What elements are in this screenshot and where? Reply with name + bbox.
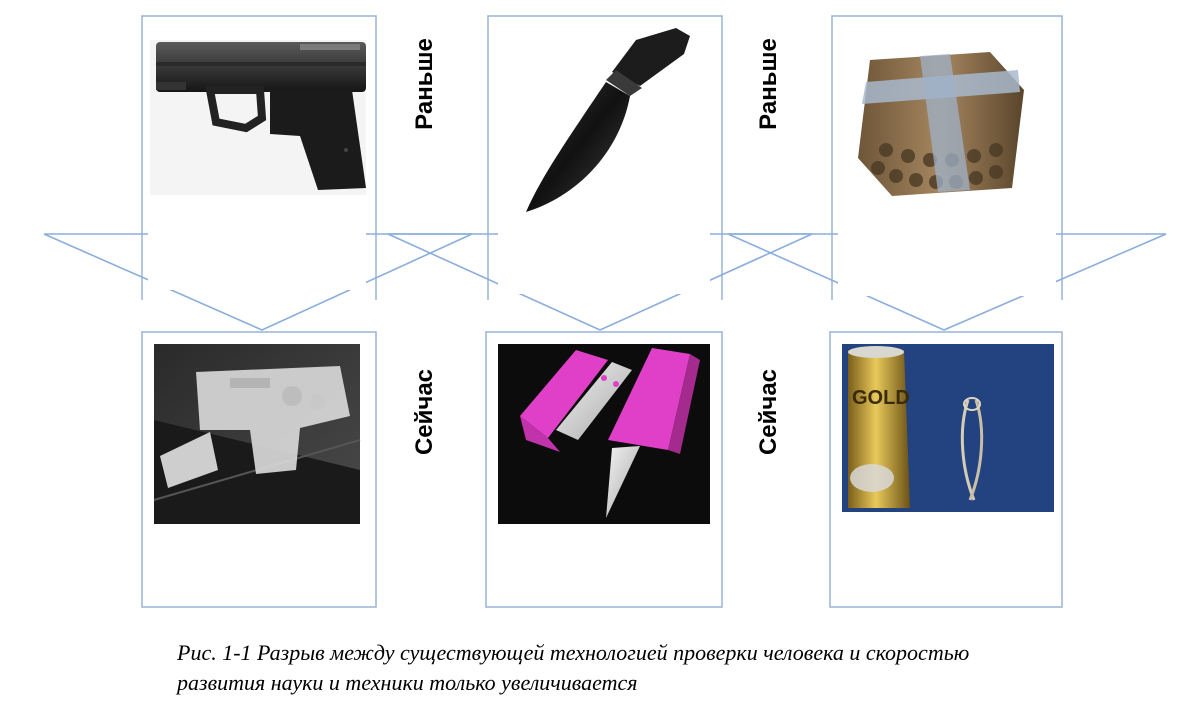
label-now-2: Сейчас bbox=[755, 368, 782, 456]
card-knife-photo bbox=[498, 344, 710, 524]
3d-printed-pistol-photo bbox=[153, 344, 361, 524]
pistol-photo bbox=[150, 40, 366, 195]
machete-photo bbox=[496, 22, 714, 212]
figure-caption-line-2: развития науки и техники только увеличив… bbox=[177, 670, 638, 695]
figure-caption-line-1: Рис. 1-1 Разрыв между существующей техно… bbox=[177, 640, 970, 665]
label-area-before-2 bbox=[498, 216, 710, 294]
label-before-2: Раньше bbox=[755, 38, 782, 130]
card-frame-now-1 bbox=[141, 331, 377, 608]
dynamite-bundle-photo bbox=[842, 40, 1038, 200]
top-card-label-areas bbox=[148, 198, 1056, 296]
card-frame-now-2 bbox=[485, 331, 723, 608]
figure-caption: Рис. 1-1 Разрыв между существующей техно… bbox=[177, 638, 1177, 698]
label-area-before-1 bbox=[148, 198, 366, 290]
label-now-1: Сейчас bbox=[411, 368, 438, 456]
card-frame-before-2 bbox=[487, 15, 723, 300]
label-area-before-3 bbox=[838, 206, 1056, 296]
card-frame-now-3 bbox=[829, 331, 1063, 608]
card-frame-before-3 bbox=[831, 15, 1063, 300]
card-frames-before bbox=[141, 15, 1063, 300]
gold-can-lettering: GOLD bbox=[852, 387, 910, 409]
label-before-1: Раньше bbox=[411, 38, 438, 130]
card-frames-now bbox=[141, 331, 1063, 608]
soda-can-device-photo: GOLD bbox=[842, 344, 1054, 512]
card-frame-before-1 bbox=[141, 15, 377, 300]
